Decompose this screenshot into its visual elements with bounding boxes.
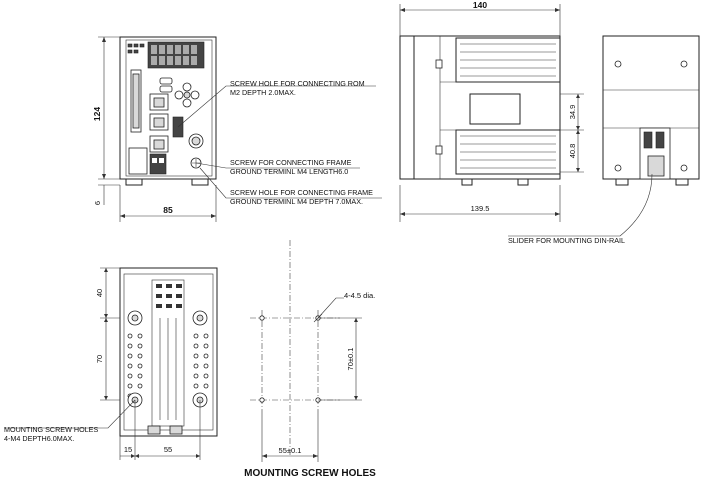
side-vent-pattern-upper [460, 43, 556, 77]
callout-frame-screw-line2: GROUND TERMINL M4 LENGTH6.0 [230, 167, 348, 176]
dim-side-lower: 40.8 [568, 144, 577, 159]
side-label-area [469, 93, 521, 125]
mounting-holes-view: 4-4.5 dia. 70±0.1 55±0.1 MOUNTING SCREW … [244, 240, 376, 479]
front-leds [127, 43, 145, 54]
callout-frame-hole-line1: SCREW HOLE FOR CONNECTING FRAME [230, 188, 373, 197]
dim-side-upper: 34.9 [568, 105, 577, 120]
callout-slider: SLIDER FOR MOUNTING DIN-RAIL [508, 236, 625, 245]
side-body [413, 35, 561, 180]
bottom-pin-grid [156, 284, 182, 308]
mount-hole-bl [259, 397, 265, 403]
dim-side-depth: 139.5 [471, 204, 490, 213]
front-keypad [159, 77, 200, 108]
mounting-title: MOUNTING SCREW HOLES [244, 468, 376, 479]
bottom-vent-dots-right [193, 333, 209, 389]
callout-frame-screw-line1: SCREW FOR CONNECTING FRAME [230, 158, 352, 167]
dim-bottom-top: 40 [95, 289, 104, 297]
front-terminal-block [149, 153, 167, 175]
front-callouts: SCREW HOLE FOR CONNECTING ROM M2 DEPTH 2… [177, 79, 382, 206]
dim-bottom-w1: 15 [124, 445, 132, 454]
dim-front-width: 85 [163, 205, 173, 215]
side-vent-pattern-lower [460, 135, 556, 169]
dim-front-height: 124 [92, 107, 102, 121]
bottom-view: 40 70 15 55 MOUNTING SCREW HOLES 4-M4 DE… [4, 267, 218, 460]
callout-rom-hole-line2: M2 DEPTH 2.0MAX. [230, 88, 296, 97]
bottom-body [119, 267, 218, 437]
bottom-center-column [151, 279, 185, 427]
rear-view: SLIDER FOR MOUNTING DIN-RAIL [508, 35, 700, 245]
callout-frame-hole-line2: GROUND TERMINL M4 DEPTH 7.0MAX. [230, 197, 363, 206]
dim-holes-h: 55±0.1 [279, 446, 302, 455]
front-power-terminal [128, 147, 148, 175]
display-segments [151, 45, 197, 65]
dim-bottom-mid: 70 [95, 355, 104, 363]
front-view: 124 6 85 [92, 36, 217, 222]
dim-side-width: 140 [473, 0, 487, 10]
dim-front-bottom: 6 [93, 201, 102, 205]
mount-hole-tl [259, 315, 265, 321]
side-view: 140 139.5 34.9 40.8 [399, 0, 584, 222]
dim-bottom-w2: 55 [164, 445, 172, 454]
front-ethernet-ports [149, 93, 169, 153]
dim-holes-dia: 4-4.5 dia. [344, 291, 375, 300]
bottom-mount-holes [127, 310, 208, 408]
side-back-plate [399, 35, 415, 180]
front-card-slot-inner [132, 73, 140, 129]
callout-rom-hole-line1: SCREW HOLE FOR CONNECTING ROM [230, 79, 365, 88]
callout-mount-line1: MOUNTING SCREW HOLES [4, 425, 98, 434]
callout-mount-line2: 4-M4 DEPTH6.0MAX. [4, 434, 74, 443]
bottom-vent-dots-left [127, 333, 143, 399]
dim-holes-v: 70±0.1 [346, 348, 355, 371]
front-body [119, 36, 217, 180]
front-inner-frame [125, 39, 213, 177]
bottom-vent-columns [159, 318, 177, 420]
